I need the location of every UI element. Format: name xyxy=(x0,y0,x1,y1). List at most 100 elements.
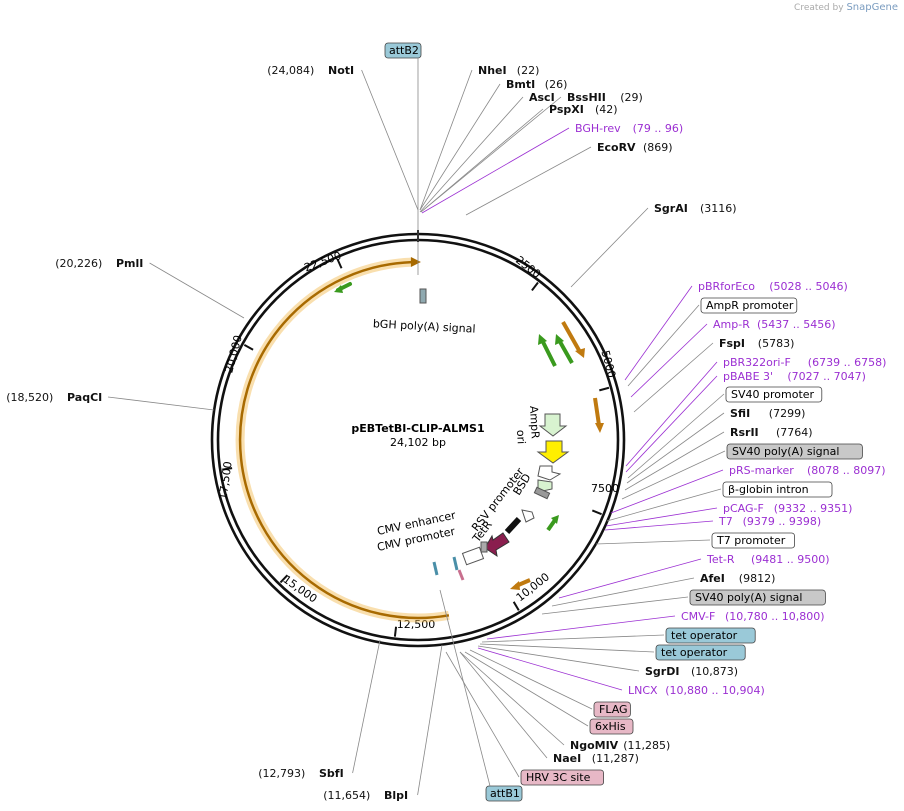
label-prs-marker: pRS-marker(8078 .. 8097) xyxy=(729,464,886,477)
enzyme-position: (3116) xyxy=(700,202,737,215)
green-arrowhead-small xyxy=(334,285,343,293)
feature-box-label: AmpR promoter xyxy=(706,299,794,312)
enzyme-name: BssHII xyxy=(567,91,606,104)
ori-arrow xyxy=(536,440,570,464)
feature-box xyxy=(726,443,863,460)
primer-name: pBR322ori-F xyxy=(723,356,791,369)
watermark: Created by SnapGene xyxy=(794,2,898,13)
label-flag: FLAG xyxy=(593,701,631,718)
leader-line xyxy=(469,649,593,710)
tick-mark xyxy=(531,281,539,292)
enzyme-position: (22) xyxy=(517,64,540,77)
label-ecorv: EcoRV (869) xyxy=(597,141,673,154)
orf-arc xyxy=(238,260,450,620)
primer-name: CMV-F xyxy=(681,610,715,623)
label-t7-promoter: T7 promoter xyxy=(711,532,795,549)
enzyme-position: (9812) xyxy=(739,572,776,585)
primer-position: (5437 .. 5456) xyxy=(757,318,836,331)
green-arrow-1 xyxy=(540,339,557,367)
leader-line xyxy=(464,651,589,727)
label-ampr-promoter: AmpR promoter xyxy=(700,297,798,314)
label-pbr322ori-f: pBR322ori-F(6739 .. 6758) xyxy=(723,356,886,369)
orange-arrowhead-2 xyxy=(595,423,604,433)
enzyme-position: (7764) xyxy=(776,426,813,439)
label-amp-r: Amp-R(5437 .. 5456) xyxy=(713,318,836,331)
enzyme-name-blpi: BlpI xyxy=(384,789,408,802)
label-lncx: LNCX(10,880 .. 10,904) xyxy=(628,684,765,697)
green-arrow-3 xyxy=(546,518,557,532)
bgh-marker xyxy=(419,288,427,304)
enzyme-position: (869) xyxy=(643,141,673,154)
primer-name: pBRforEco xyxy=(698,280,755,293)
tetr-arrow xyxy=(484,532,510,558)
enzyme-name: EcoRV xyxy=(597,141,636,154)
leader-line xyxy=(558,558,702,599)
tick-label: 17,500 xyxy=(216,461,234,501)
teal-bar-2 xyxy=(452,556,459,571)
primer-position: (10,780 .. 10,800) xyxy=(725,610,825,623)
enzyme-name-noti: NotI xyxy=(328,64,354,77)
leader-line xyxy=(149,262,245,319)
feature-box xyxy=(689,589,826,606)
feature-box xyxy=(665,627,756,644)
label-pbabe-3-: pBABE 3'(7027 .. 7047) xyxy=(723,370,866,383)
primer-name: pRS-marker xyxy=(729,464,794,477)
leader-line xyxy=(352,639,381,774)
ampr-arrow xyxy=(538,413,568,437)
attb1-box xyxy=(485,785,523,802)
label-sv40-promoter: SV40 promoter xyxy=(725,386,823,403)
tick-mark xyxy=(393,626,398,637)
enzyme-name: FspI xyxy=(719,337,745,350)
label-sfii: SfiI(7299) xyxy=(730,407,805,420)
leader-line xyxy=(606,488,722,522)
green-arrowhead-2 xyxy=(555,334,564,345)
enzyme-name: PspXI xyxy=(549,103,584,116)
ampr-label: AmpR xyxy=(527,405,542,439)
plasmid-name: pEBTetBI-CLIP-ALMS1 xyxy=(351,422,484,435)
leader-line xyxy=(361,69,419,211)
leader-line xyxy=(541,596,689,615)
tick-label: 20,000 xyxy=(222,334,245,375)
tick-mark xyxy=(336,258,343,269)
plasmid-size: 24,102 bp xyxy=(390,436,446,449)
feature-box-label: SV40 poly(A) signal xyxy=(695,591,802,604)
feature-box xyxy=(700,297,798,314)
primer-name: T7 xyxy=(718,515,733,528)
leader-line xyxy=(630,323,708,398)
leader-line xyxy=(624,431,725,491)
orange-arrowhead-3 xyxy=(510,581,520,590)
label-sv40-poly-a-signal: SV40 poly(A) signal xyxy=(726,443,863,460)
primer-position: (7027 .. 7047) xyxy=(787,370,866,383)
label-hrv-3c-site: HRV 3C site xyxy=(520,769,604,786)
leader-line xyxy=(621,450,726,500)
leader-line xyxy=(465,146,592,216)
bgh-label: bGH poly(A) signal xyxy=(373,317,476,335)
label-tet-r: Tet-R (9481 .. 9500) xyxy=(706,553,830,566)
enzyme-position: (10,873) xyxy=(691,665,738,678)
label-pspxi: PspXI(42) xyxy=(549,103,618,116)
feature-box xyxy=(589,718,634,735)
feature-box xyxy=(655,644,746,661)
enzyme-position: (7299) xyxy=(769,407,806,420)
leader-line xyxy=(417,644,443,796)
tick-mark xyxy=(599,386,610,392)
primer-position: (9379 .. 9398) xyxy=(743,515,822,528)
label-bsshii: BssHII(29) xyxy=(567,91,643,104)
ori-label: ori xyxy=(514,429,528,444)
leader-line xyxy=(481,634,665,643)
enzyme-position: (18,520) xyxy=(6,391,53,404)
primer-name: Tet-R xyxy=(706,553,735,566)
leader-line xyxy=(625,361,718,467)
label-bgh-rev: BGH-rev(79 .. 96) xyxy=(575,122,683,135)
primer-position: (9481 .. 9500) xyxy=(751,553,830,566)
orange-arrowhead-1 xyxy=(575,348,585,358)
enzyme-name: AfeI xyxy=(700,572,725,585)
label-ngomiv: NgoMIV(11,285) xyxy=(570,739,670,752)
leader-line xyxy=(551,577,695,607)
leader-line xyxy=(625,375,718,473)
feature-box-label: tet operator xyxy=(661,646,728,659)
cmv-small-box xyxy=(480,541,488,553)
leader-line xyxy=(420,108,544,213)
leader-line xyxy=(479,643,655,653)
